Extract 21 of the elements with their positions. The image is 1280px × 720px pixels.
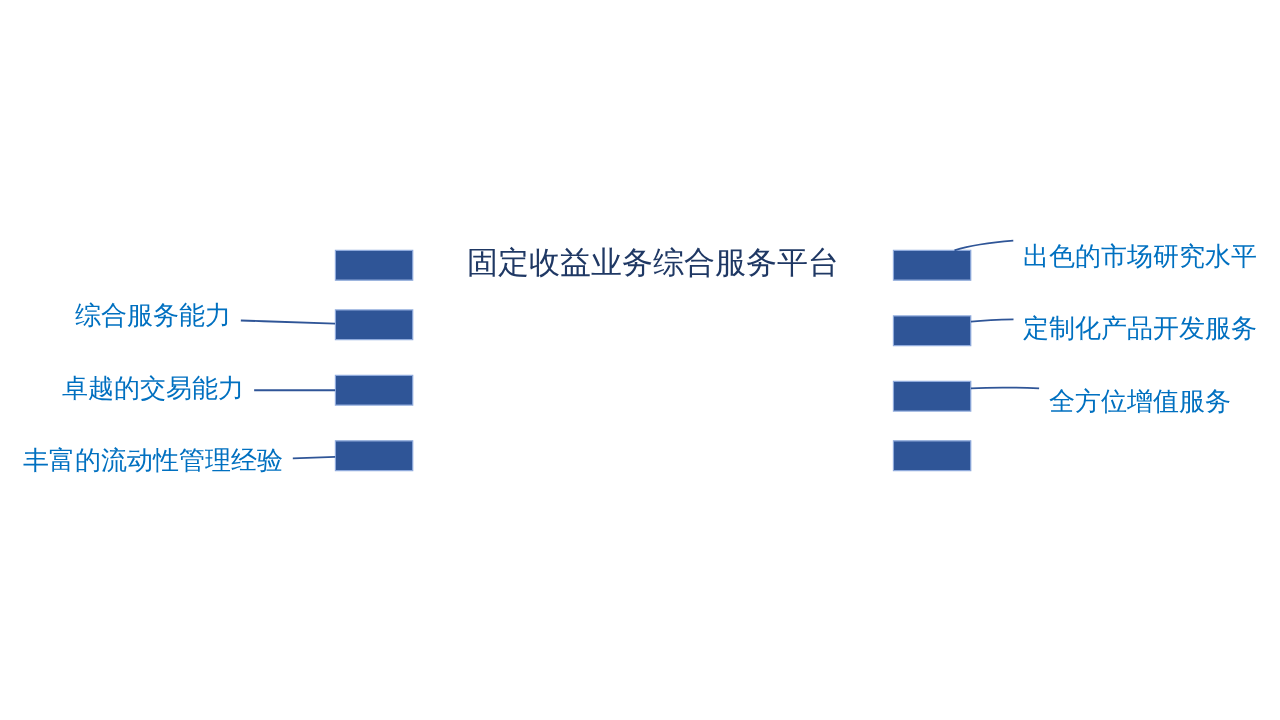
connector [253, 388, 336, 391]
node-bar [892, 380, 972, 412]
connector [239, 319, 336, 324]
node-bar [334, 308, 414, 340]
node-text: 出色的市场研究水平 [1022, 240, 1257, 271]
node-text: 丰富的流动性管理经验 [23, 444, 284, 475]
connector [970, 318, 1015, 322]
node-bar [334, 249, 414, 281]
node-bar [334, 374, 414, 406]
node-text: 固定收益业务综合服务平台 [467, 243, 840, 280]
node-bar [334, 439, 414, 471]
node-bar [892, 439, 972, 471]
node-bar [892, 249, 972, 281]
connector [291, 455, 337, 459]
node-text: 定制化产品开发服务 [1022, 312, 1257, 343]
node-text: 全方位增值服务 [1048, 385, 1231, 416]
node-text: 卓越的交易能力 [62, 372, 245, 403]
node-bar [892, 314, 972, 346]
connector [970, 386, 1040, 389]
node-text: 综合服务能力 [75, 299, 232, 330]
connector [953, 239, 1015, 251]
